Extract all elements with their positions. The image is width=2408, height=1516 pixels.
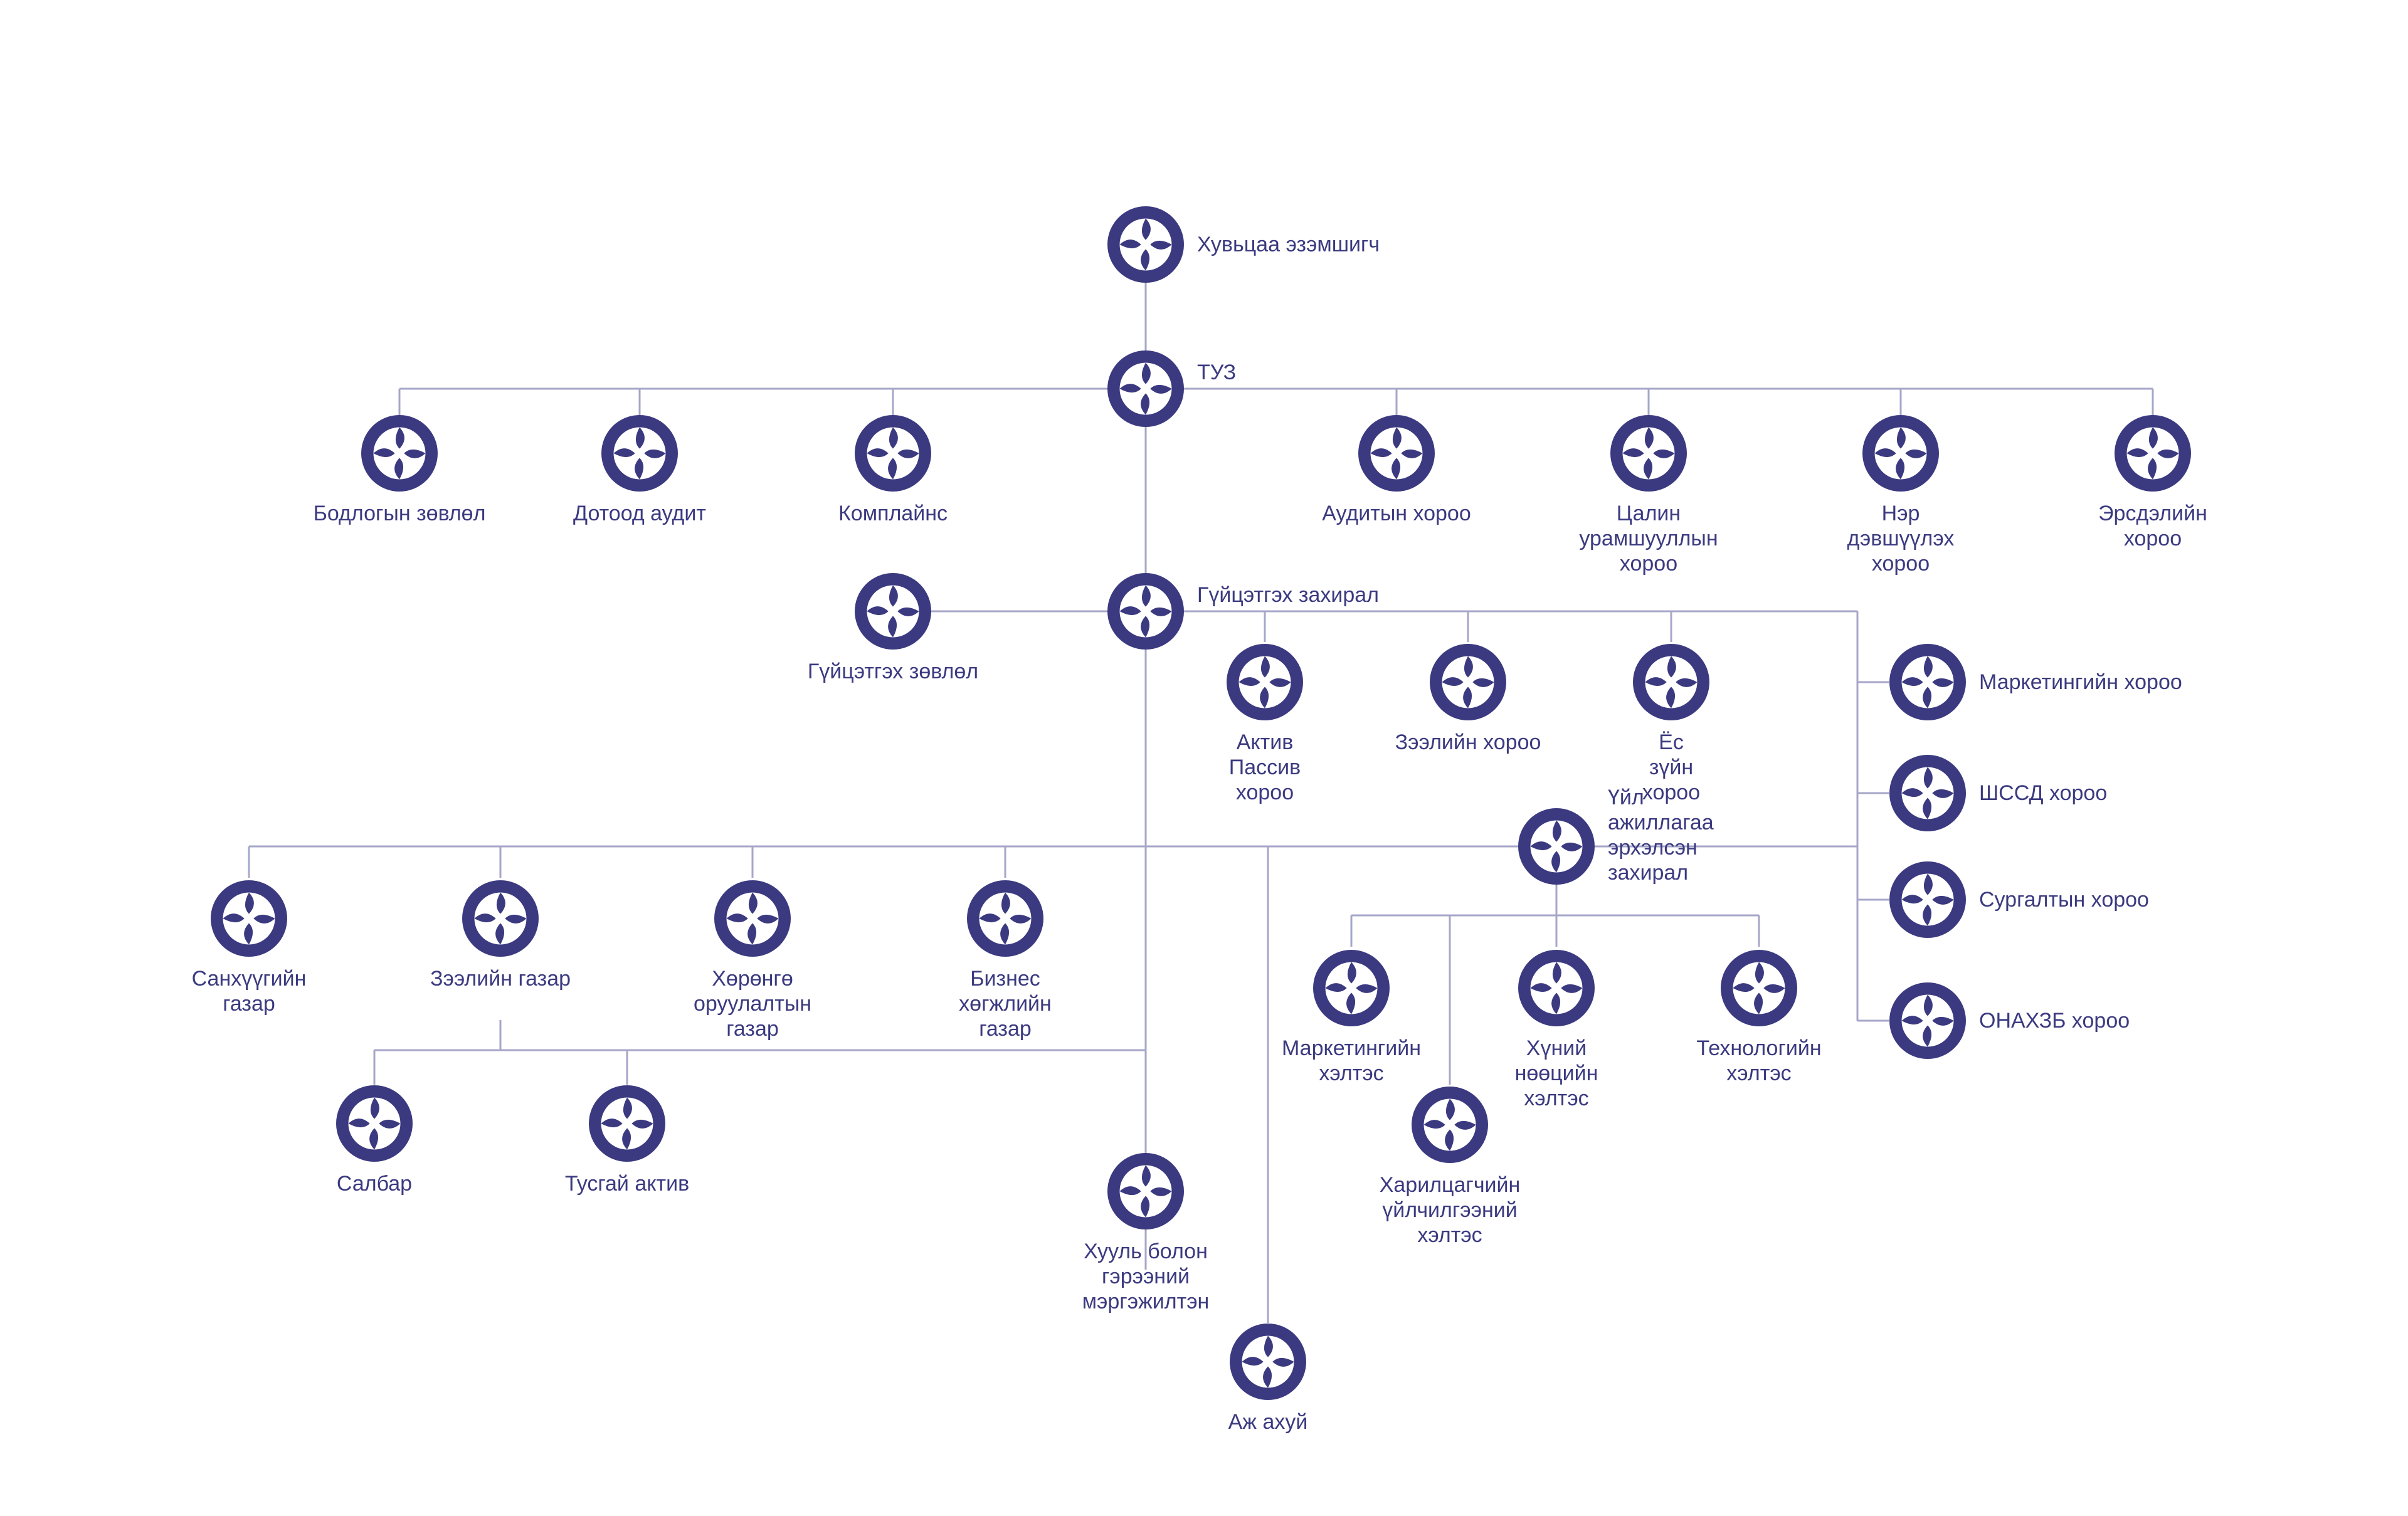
org-logo-icon	[1107, 573, 1184, 650]
org-logo-icon	[1227, 644, 1303, 720]
org-logo-icon	[1107, 350, 1184, 427]
node-label: Дотоод аудит	[573, 502, 706, 525]
node-label: Цалин урамшууллын хороо	[1579, 502, 1718, 576]
node-label: Сургалтын хороо	[1979, 888, 2149, 912]
node-label: Үйл ажиллагаа эрхэлсэн захирал	[1608, 786, 1714, 885]
node-label: Бодлогын зөвлөл	[313, 502, 486, 525]
org-logo-icon	[1230, 1324, 1306, 1400]
node-label: Зээлийн хороо	[1395, 730, 1541, 754]
node-label: Эрсдэлийн хороо	[2098, 502, 2207, 550]
node-label: Гүйцэтгэх зөвлөл	[807, 660, 979, 683]
org-logo-icon	[1518, 950, 1595, 1026]
node-label: ОНАХЗБ хороо	[1979, 1009, 2130, 1033]
org-logo-icon	[211, 880, 287, 957]
node-label: Комплайнс	[838, 502, 948, 525]
org-logo-icon	[1412, 1087, 1488, 1163]
node-label: Аудитын хороо	[1322, 502, 1471, 525]
node-label: Хувьцаа эзэмшигч	[1197, 233, 1380, 256]
org-logo-icon	[1889, 982, 1966, 1059]
node-label: Тусгай актив	[564, 1172, 690, 1196]
node-label: Харилцагчийн үйлчилгээний хэлтэс	[1379, 1173, 1521, 1247]
node-label: Маркетингийн хороо	[1979, 670, 2182, 694]
org-logo-icon	[1889, 644, 1966, 720]
org-logo-icon	[714, 880, 791, 957]
node-label: Гүйцэтгэх захирал	[1197, 583, 1380, 607]
org-logo-icon	[1430, 644, 1506, 720]
org-logo-icon	[1889, 755, 1966, 831]
org-logo-icon	[1518, 808, 1595, 885]
node-label: Хөрөнгө оруулалтын газар	[693, 967, 812, 1041]
org-logo-icon	[601, 415, 678, 492]
org-logo-icon	[1889, 861, 1966, 938]
org-logo-icon	[1107, 206, 1184, 283]
org-logo-icon	[589, 1085, 665, 1162]
org-logo-icon	[2115, 415, 2191, 492]
org-logo-icon	[1862, 415, 1939, 492]
org-logo-icon	[1107, 1153, 1184, 1229]
org-logo-icon	[462, 880, 539, 957]
node-label: ТУЗ	[1197, 361, 1237, 384]
node-label: Ёс зүйн хороо	[1642, 730, 1701, 804]
org-logo-icon	[855, 415, 931, 492]
org-logo-icon	[1721, 950, 1797, 1026]
node-label: Санхүүгийн газар	[191, 967, 307, 1016]
org-logo-icon	[855, 573, 931, 650]
node-label: Хүний нөөцийн хэлтэс	[1514, 1036, 1598, 1110]
org-logo-icon	[1358, 415, 1435, 492]
node-label: Маркетингийн хэлтэс	[1281, 1036, 1422, 1085]
node-label: Нэр дэвшүүлэх хороо	[1847, 502, 1955, 576]
node-label: ШССД хороо	[1979, 781, 2108, 805]
node-label: Зээлийн газар	[430, 967, 571, 991]
node-label: Актив Пассив хороо	[1228, 730, 1301, 804]
node-label: Технологийн хэлтэс	[1696, 1036, 1822, 1085]
org-logo-icon	[967, 880, 1043, 957]
org-logo-icon	[336, 1085, 413, 1162]
node-label: Аж ахуй	[1228, 1410, 1308, 1434]
org-logo-icon	[361, 415, 438, 492]
org-logo-icon	[1633, 644, 1709, 720]
node-label: Бизнес хөгжлийн газар	[959, 967, 1052, 1041]
org-logo-icon	[1313, 950, 1390, 1026]
org-logo-icon	[1610, 415, 1687, 492]
node-label: Салбар	[336, 1172, 413, 1196]
node-label: Хууль болон гэрээний мэргэжилтэн	[1082, 1240, 1210, 1313]
